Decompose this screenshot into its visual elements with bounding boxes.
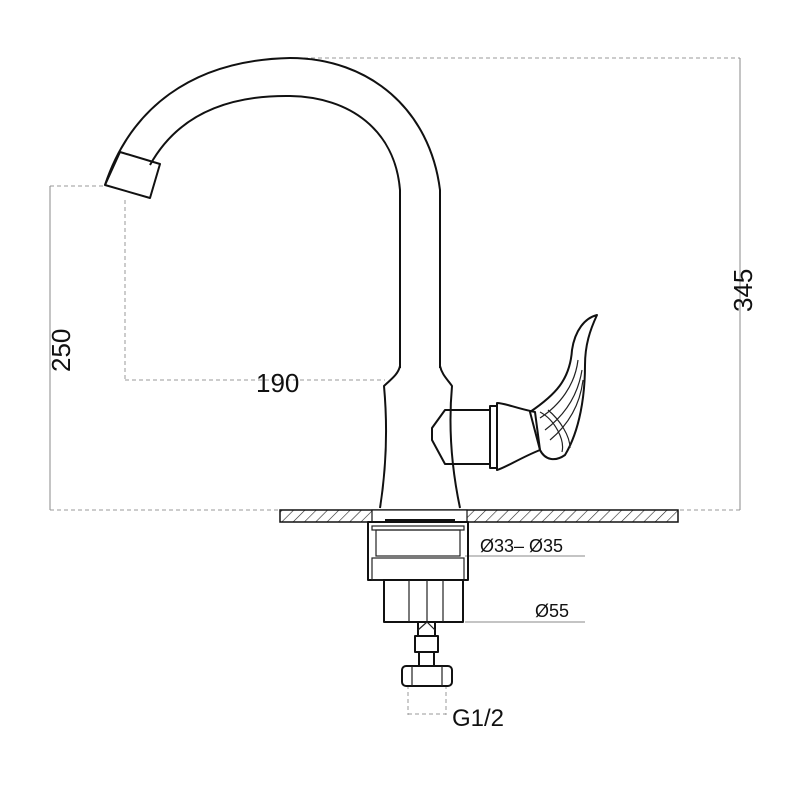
faucet-body [379,365,541,509]
reach-label: 190 [256,368,299,398]
spout [104,57,441,368]
base-diameter-label: Ø55 [535,601,569,621]
countertop [279,509,679,523]
mounting-assembly [367,521,469,687]
connection-thread-label: G1/2 [452,705,504,732]
dimension-lines [49,57,741,715]
total-height-label: 345 [728,269,758,312]
outlet-height-label: 250 [46,329,76,372]
lever-handle[interactable] [529,314,598,461]
mounting-hole-label: Ø33– Ø35 [480,536,563,556]
